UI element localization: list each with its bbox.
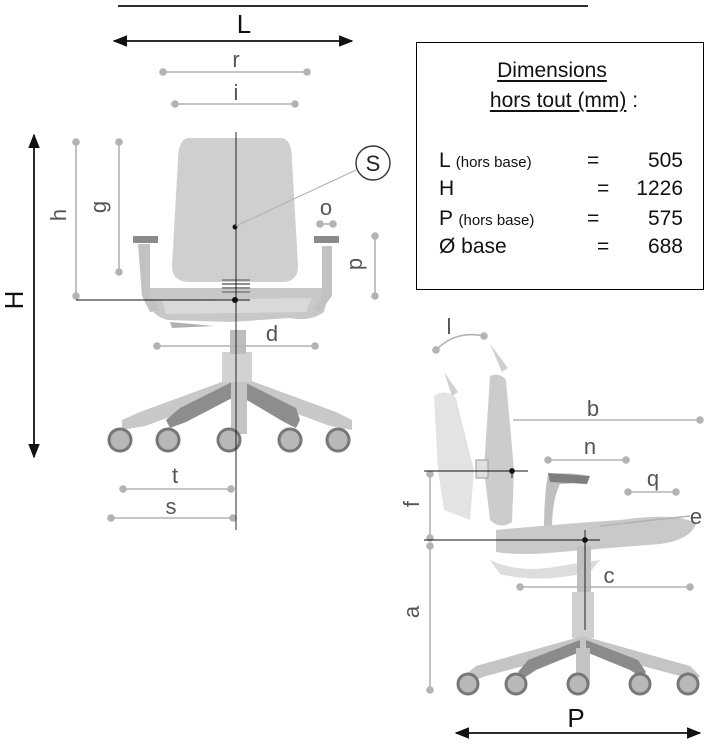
dim-row-L: L (hors base) = 505	[439, 149, 683, 172]
side-dimensions	[426, 332, 704, 694]
label-S: S	[366, 151, 381, 176]
box-title-line2: hors tout (mm) :	[489, 89, 639, 112]
side-chair	[434, 344, 700, 696]
label-g: g	[86, 201, 111, 213]
side-centerlines	[424, 468, 600, 630]
label-i: i	[234, 80, 239, 105]
label-o: o	[320, 195, 332, 220]
dimensions-box: Dimensions hors tout (mm) : L (hors base…	[416, 42, 704, 290]
label-d: d	[266, 321, 278, 346]
label-f: f	[399, 500, 424, 507]
dim-row-H: H = 1226	[439, 177, 683, 200]
label-L: L	[237, 9, 251, 39]
label-s: s	[166, 494, 177, 519]
front-chair	[107, 138, 352, 453]
label-t: t	[172, 463, 178, 488]
label-n: n	[584, 434, 596, 459]
box-title-line1: Dimensions	[497, 59, 607, 82]
label-a: a	[399, 605, 424, 618]
label-q: q	[647, 466, 659, 491]
label-l: l	[447, 314, 452, 339]
s-callout-circle	[355, 145, 391, 181]
label-e: e	[690, 504, 702, 529]
label-H: H	[0, 291, 29, 310]
s-leader	[235, 169, 357, 227]
label-b: b	[587, 396, 599, 421]
label-p: p	[342, 258, 367, 270]
label-c: c	[604, 563, 615, 588]
dim-row-P: P (hors base) = 575	[439, 207, 683, 230]
dim-row-base: Ø base = 688	[439, 235, 683, 258]
label-h: h	[46, 209, 71, 221]
front-centerlines	[76, 132, 250, 530]
label-r: r	[232, 47, 239, 72]
label-P: P	[567, 703, 584, 733]
front-dimensions	[72, 68, 379, 522]
